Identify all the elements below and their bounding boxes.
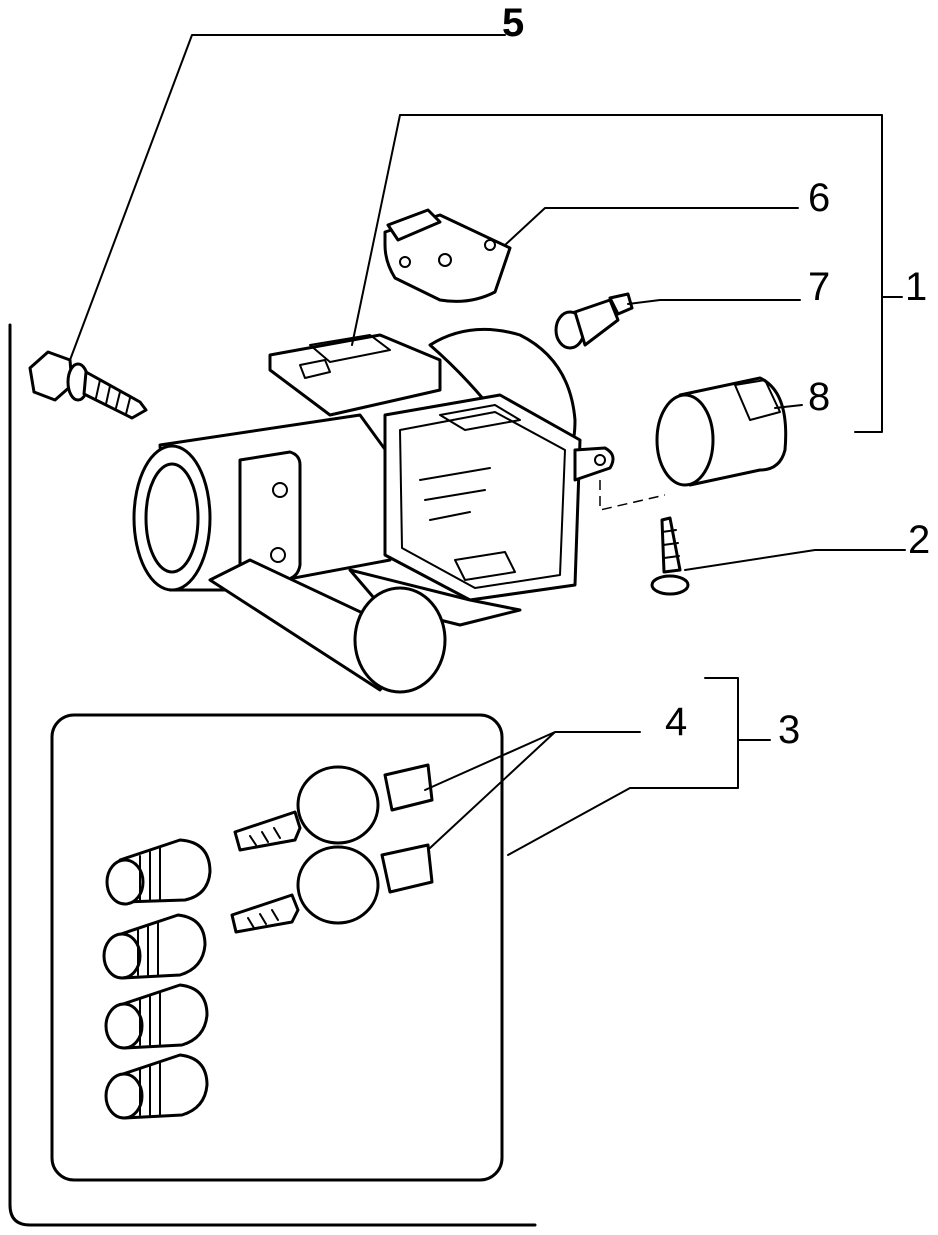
lock-barrel-1 <box>105 838 212 906</box>
callout-4: 4 <box>665 700 687 744</box>
cylinder-part-8 <box>655 376 788 487</box>
lock-barrel-2 <box>102 913 207 980</box>
switch-part-6 <box>383 208 512 303</box>
lock-barrel-3 <box>104 983 209 1050</box>
leader-4 <box>424 731 641 849</box>
leader-1-housing <box>351 114 401 346</box>
lock-barrel-4 <box>104 1053 209 1120</box>
callout-7: 7 <box>808 265 830 309</box>
screw-part-2 <box>650 516 690 596</box>
callout-6: 6 <box>808 176 830 220</box>
leader-5 <box>69 34 506 361</box>
key-set-inset-box <box>50 713 504 1182</box>
callout-3: 3 <box>778 708 800 752</box>
bracket-1 <box>399 114 883 433</box>
leader-7 <box>627 299 801 305</box>
ignition-housing <box>132 327 615 694</box>
callout-2: 2 <box>908 518 930 562</box>
key-2 <box>230 843 434 934</box>
pin-part-7 <box>554 292 634 350</box>
callout-5: 5 <box>502 1 524 45</box>
bracket-3 <box>507 677 739 856</box>
outer-frame-line <box>8 323 537 1227</box>
bolt-part-5 <box>28 350 148 420</box>
assembly-guide-line <box>599 480 666 511</box>
leader-2 <box>684 549 906 571</box>
leader-6 <box>504 207 799 246</box>
callout-8: 8 <box>808 375 830 419</box>
key-1 <box>233 763 434 852</box>
leader-8 <box>774 404 803 409</box>
callout-1: 1 <box>905 265 927 309</box>
